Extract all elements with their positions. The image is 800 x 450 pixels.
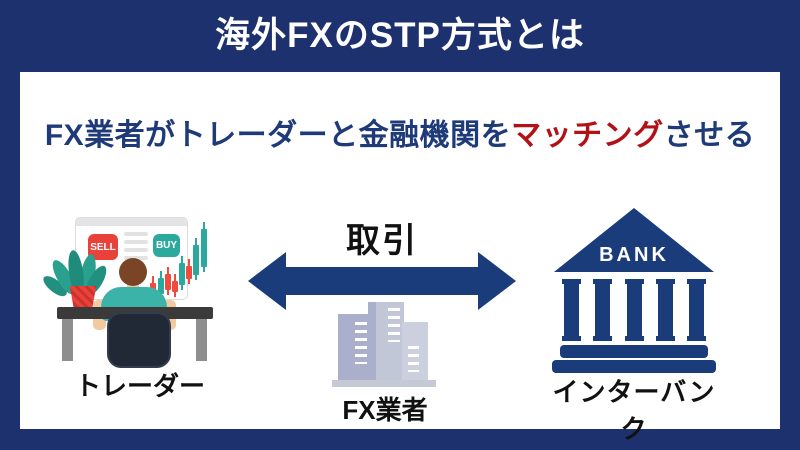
chair-icon (107, 312, 171, 368)
building-tower (338, 314, 372, 380)
arrow-left-head (248, 252, 286, 310)
trader-label: トレーダー (74, 371, 205, 401)
subtitle-suffix: させる (663, 119, 756, 152)
broker-label: FX業者 (342, 395, 428, 425)
plant-icon (40, 228, 111, 310)
candle (186, 259, 192, 284)
arrow-shaft (282, 267, 482, 295)
bank-step (560, 345, 708, 358)
subtitle: FX業者がトレーダーと金融機関をマッチングさせる (20, 110, 780, 154)
interbank-label: インターバンク (552, 377, 716, 444)
candle (165, 267, 171, 295)
plant-pot (69, 286, 97, 310)
text-line (124, 240, 148, 244)
building-base (332, 380, 436, 387)
arrow-right-head (478, 252, 516, 310)
bank-column (562, 279, 581, 341)
candle (158, 271, 164, 299)
text-line (124, 248, 148, 252)
building-tower (368, 302, 404, 380)
candlestick-chart-icon (150, 222, 212, 302)
double-arrow-icon (248, 252, 516, 310)
candle (201, 222, 207, 272)
text-line (124, 232, 148, 236)
office-buildings-icon (332, 302, 436, 390)
buy-button-icon: BUY (153, 234, 180, 257)
desk-leg (196, 319, 207, 361)
content-card: FX業者がトレーダーと金融機関をマッチングさせる SELL BUY (20, 72, 780, 444)
monitor-topbar (76, 218, 187, 226)
bank-column (687, 279, 706, 341)
candle (172, 274, 178, 297)
building-tower (402, 322, 428, 380)
page-title: 海外FXのSTP方式とは (215, 15, 585, 55)
bank-column (624, 279, 644, 341)
bank-step (552, 360, 716, 373)
bank-column (593, 279, 613, 341)
subtitle-prefix: FX業者がトレーダーと金融機関を (44, 119, 512, 152)
candle (179, 256, 185, 290)
transaction-label: 取引 (346, 222, 418, 260)
bank-columns (562, 279, 706, 341)
bank-column (655, 279, 675, 341)
bank-sign: BANK (599, 244, 669, 266)
person-head (119, 258, 147, 286)
desk-leg (62, 319, 73, 361)
trader-illustration: SELL BUY (40, 200, 215, 370)
person-neck (127, 282, 139, 290)
candle (193, 238, 199, 280)
subtitle-highlight: マッチング (511, 119, 664, 152)
bank-icon: BANK (552, 208, 716, 374)
